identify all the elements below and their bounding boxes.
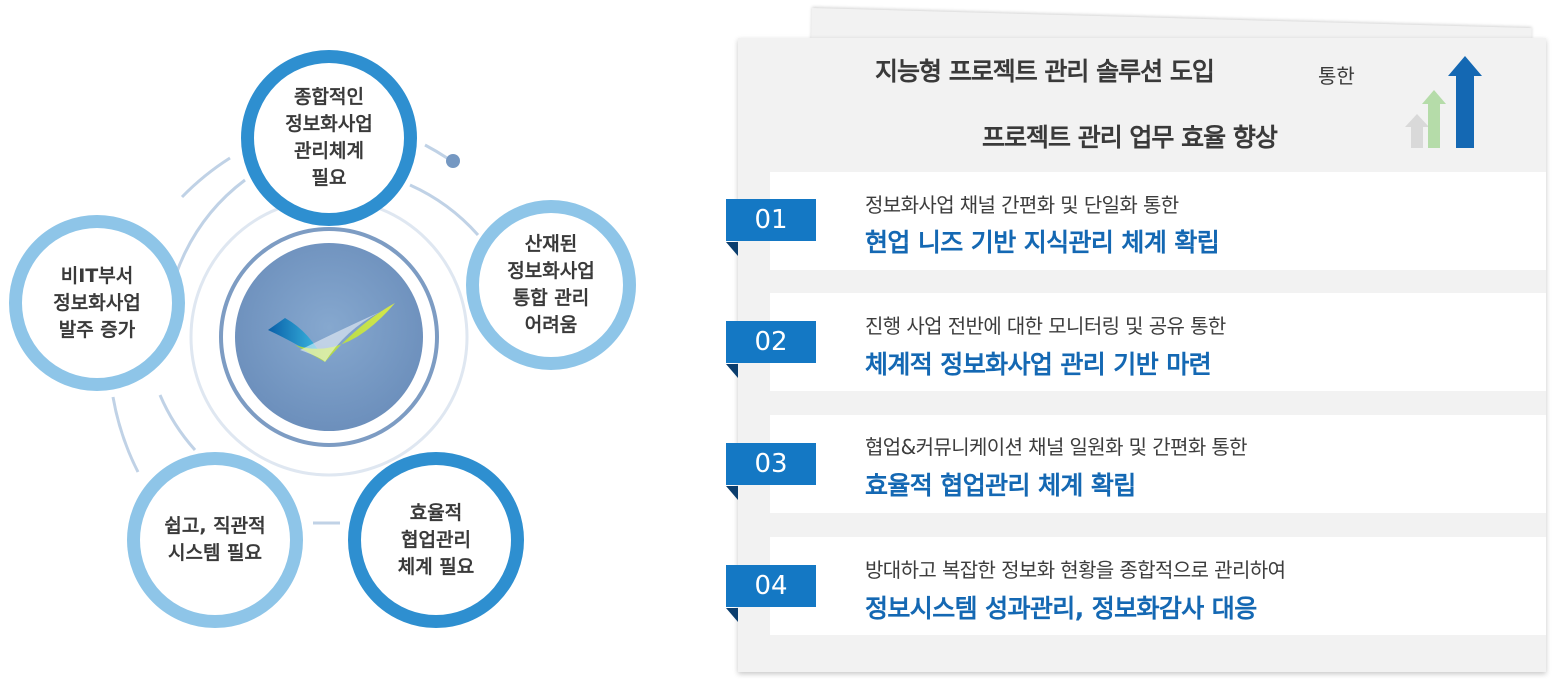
row-number-1: 01 <box>726 199 816 241</box>
arrow-green <box>1422 90 1446 148</box>
row-title-3: 효율적 협업관리 체계 확립 <box>865 471 1136 500</box>
node-left: 비IT부서 정보화사업 발주 증가 <box>9 215 185 391</box>
cycle-diagram <box>111 143 480 525</box>
row-title-2: 체계적 정보화사업 관리 기반 마련 <box>865 350 1212 379</box>
rising-arrows-icon <box>1405 56 1482 148</box>
headline-line-2: 프로젝트 관리 업무 효율 향상 <box>982 123 1278 152</box>
headline-line-1: 지능형 프로젝트 관리 솔루션 도입 <box>875 57 1215 86</box>
tab-fold <box>726 364 738 378</box>
row-panel-1 <box>770 172 1546 270</box>
row-title-4: 정보시스템 성과관리, 정보화감사 대응 <box>865 594 1257 623</box>
tab-fold <box>726 608 738 622</box>
row-subtitle-1: 정보화사업 채널 간편화 및 단일화 통한 <box>865 193 1179 217</box>
arrow-gray <box>1405 114 1429 148</box>
row-number-2: 02 <box>726 321 816 363</box>
node-top-label: 종합적인 정보화사업 관리체계 필요 <box>285 86 373 189</box>
node-right: 산재된 정보화사업 통합 관리 어려움 <box>466 200 636 370</box>
tab-fold <box>726 486 738 500</box>
row-number-3: 03 <box>726 443 816 485</box>
row-title-1: 현업 니즈 기반 지식관리 체계 확립 <box>865 228 1220 257</box>
row-subtitle-4: 방대하고 복잡한 정보화 현황을 종합적으로 관리하여 <box>865 558 1286 582</box>
node-left-label: 비IT부서 정보화사업 발주 증가 <box>53 264 141 341</box>
node-bottom-left: 쉽고, 직관적 시스템 필요 <box>127 452 303 628</box>
row-subtitle-2: 진행 사업 전반에 대한 모니터링 및 공유 통한 <box>865 314 1226 338</box>
arrow-blue <box>1448 56 1482 148</box>
connector-dot <box>446 154 460 168</box>
node-right-label: 산재된 정보화사업 통합 관리 어려움 <box>507 233 595 336</box>
headline-line-1-tail: 통한 <box>1318 64 1355 88</box>
node-bottom-right-label: 효율적 협업관리 체계 필요 <box>397 501 475 578</box>
node-bottom-left-label: 쉽고, 직관적 시스템 필요 <box>164 515 266 564</box>
node-bottom-right: 효율적 협업관리 체계 필요 <box>348 452 524 628</box>
node-top: 종합적인 정보화사업 관리체계 필요 <box>241 50 417 226</box>
middle-ring <box>219 227 439 447</box>
tab-fold <box>726 242 738 256</box>
row-panel-2 <box>770 293 1546 391</box>
logo-icon <box>268 303 395 362</box>
row-panel-4 <box>770 537 1546 635</box>
row-subtitle-3: 협업&커뮤니케이션 채널 일원화 및 간편화 통한 <box>865 435 1248 459</box>
row-number-4: 04 <box>726 565 816 607</box>
row-panel-3 <box>770 415 1546 513</box>
